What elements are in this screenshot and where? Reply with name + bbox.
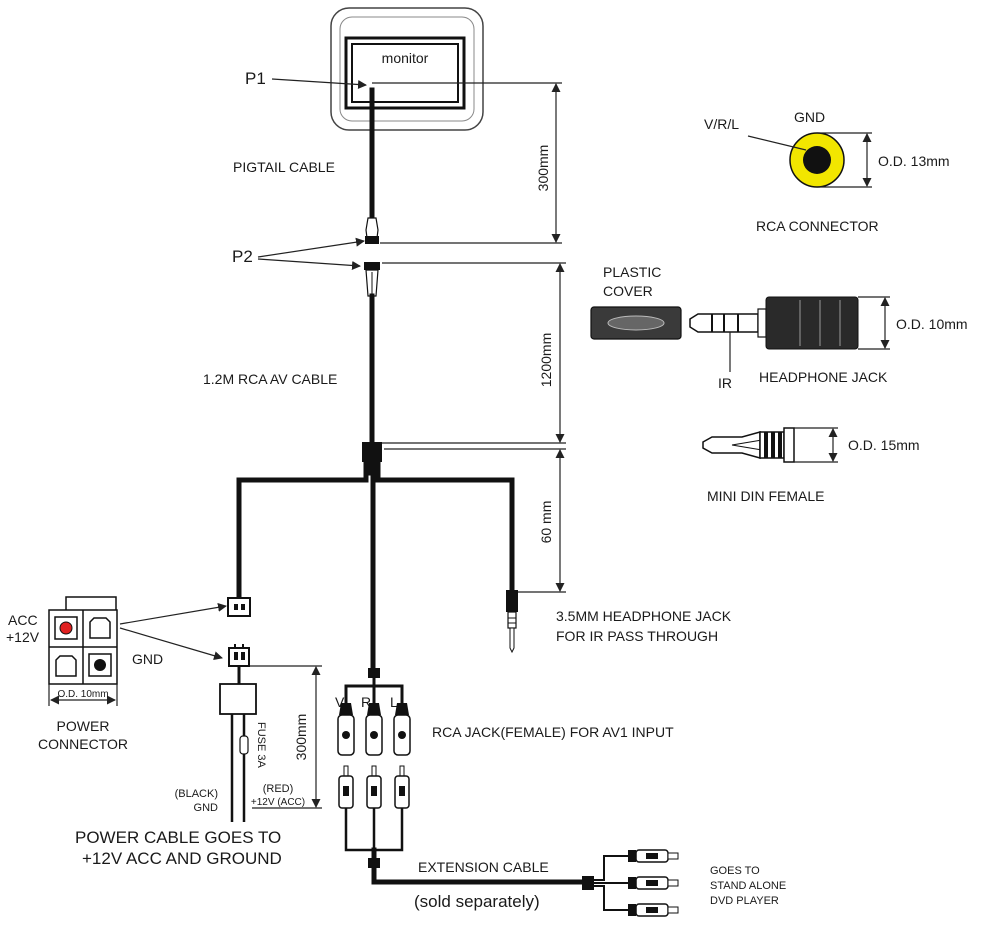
jack-od-label: O.D. 10mm — [896, 316, 968, 332]
branch-power-acc — [236, 459, 369, 601]
fuse-label: FUSE 3A — [255, 722, 267, 769]
goes-to-label-3: DVD PLAYER — [710, 895, 779, 907]
power-branch-socket — [227, 597, 251, 617]
monitor-unit: monitor — [330, 7, 484, 131]
rca-split-block — [368, 668, 380, 678]
gnd-rca-label: GND — [794, 109, 825, 125]
gnd-power-label: GND — [132, 651, 163, 667]
extension-merge-wires — [344, 808, 404, 852]
plastic-cover — [590, 306, 682, 340]
p2-label: P2 — [232, 247, 253, 266]
rca-av-cable-label: 1.2M RCA AV CABLE — [203, 371, 337, 387]
dimension-60mm-label: 60 mm — [538, 501, 554, 544]
headphone-ir-label-2: FOR IR PASS THROUGH — [556, 628, 718, 644]
mini-din-female-label: MINI DIN FEMALE — [707, 488, 824, 504]
goes-to-label-1: GOES TO — [710, 865, 760, 877]
l-label: L — [390, 694, 398, 710]
acc-pin — [59, 621, 73, 635]
headphone-ir-label-1: 3.5MM HEADPHONE JACK — [556, 608, 732, 624]
plastic-cover-label-1: PLASTIC — [603, 264, 661, 280]
p2-arrow-1 — [257, 237, 365, 258]
extension-splitter — [582, 876, 594, 890]
dimension-300mm-power-label: 300mm — [293, 714, 309, 761]
rca-jack-female-label: RCA JACK(FEMALE) FOR AV1 INPUT — [432, 724, 674, 740]
gnd-pin — [94, 659, 106, 671]
din-od-label: O.D. 15mm — [848, 437, 920, 453]
pigtail-cable-label: PIGTAIL CABLE — [233, 159, 335, 175]
acc-label: ACC — [8, 612, 38, 628]
power-cable-harness — [219, 644, 257, 822]
gnd-arrow — [119, 627, 223, 661]
power-od-label: O.D. 10mm — [57, 689, 108, 700]
cable-junction — [362, 442, 382, 462]
sold-separately-label: (sold separately) — [414, 892, 540, 911]
pigtail-connector — [365, 217, 379, 244]
acc-arrow — [119, 602, 227, 625]
mini-din-female-detail — [702, 427, 795, 463]
extension-cable — [371, 847, 590, 885]
black-wire-label-1: (BLACK) — [175, 788, 218, 800]
rca-connector-detail — [789, 132, 845, 188]
black-wire-label-2: GND — [194, 802, 219, 814]
av-cable-connector — [364, 262, 380, 297]
power-cable-label-2: +12V ACC AND GROUND — [82, 849, 282, 868]
plastic-cover-label-2: COVER — [603, 283, 653, 299]
red-wire-label-2: +12V (ACC) — [251, 797, 305, 808]
p1-label: P1 — [245, 69, 266, 88]
p1-arrow — [271, 78, 367, 89]
plus12v-label: +12V — [6, 629, 40, 645]
ir-label: IR — [718, 375, 732, 391]
p2-arrow-2 — [257, 258, 361, 270]
goes-to-label-2: STAND ALONE — [710, 880, 786, 892]
power-connector-label-2: CONNECTOR — [38, 736, 128, 752]
headphone-plug-3-5mm — [506, 590, 518, 654]
headphone-jack-detail — [689, 296, 859, 350]
power-connector — [48, 596, 118, 685]
power-connector-label-1: POWER — [57, 718, 110, 734]
vrl-label: V/R/L — [704, 116, 739, 132]
r-label: R — [361, 694, 371, 710]
red-wire-label-1: (RED) — [263, 783, 294, 795]
rca-center-pin — [803, 146, 831, 174]
rca-female-jacks — [337, 703, 411, 756]
headphone-jack-label: HEADPHONE JACK — [759, 369, 888, 385]
power-cable-label-1: POWER CABLE GOES TO — [75, 828, 281, 847]
rca-connector-label: RCA CONNECTOR — [756, 218, 879, 234]
extension-cable-label: EXTENSION CABLE — [418, 859, 549, 875]
rca-output-plugs — [628, 849, 679, 917]
v-label: V — [335, 694, 345, 710]
dimension-1200mm-label: 1200mm — [538, 333, 554, 387]
rca-male-plugs — [338, 765, 410, 809]
dimension-300mm-top-label: 300mm — [535, 145, 551, 192]
rca-od-label: O.D. 13mm — [878, 153, 950, 169]
monitor-label: monitor — [382, 50, 429, 66]
branch-headphone — [375, 459, 515, 593]
